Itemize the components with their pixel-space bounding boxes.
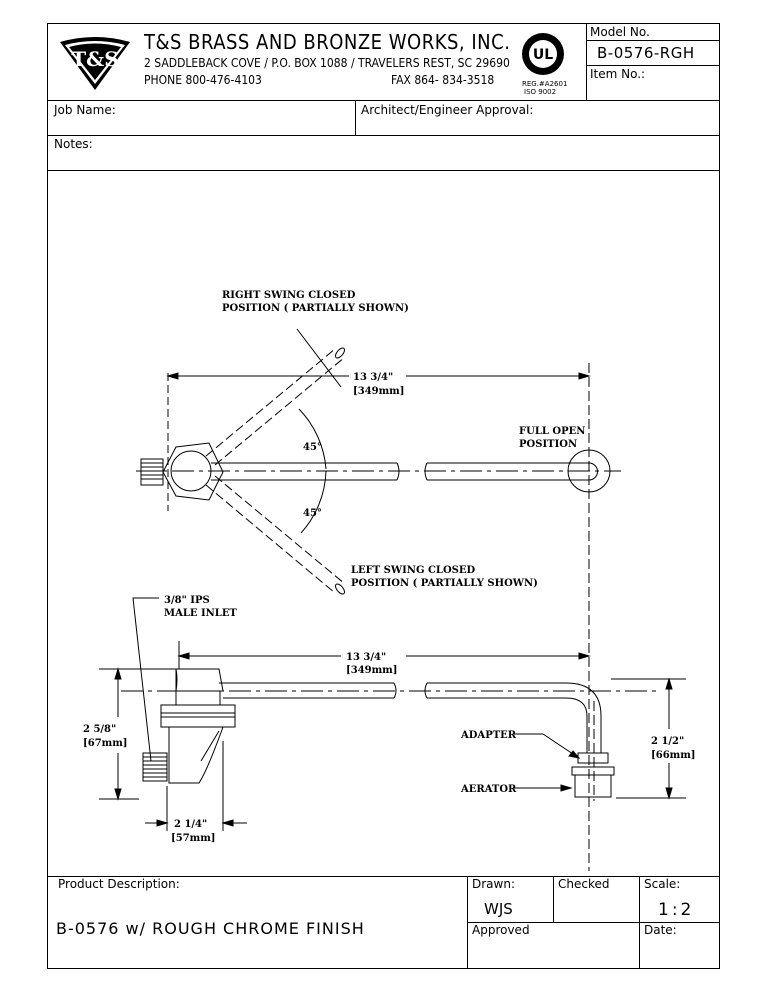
left-height-imperial: 2 5/8" — [83, 724, 116, 735]
angle-top-label: 45° — [303, 442, 322, 453]
side-dimension-metric: [349mm] — [346, 665, 398, 676]
drawn-value: WJS — [484, 900, 513, 918]
full-open-label-2: POSITION — [519, 439, 577, 450]
right-height-imperial: 2 1/2" — [651, 736, 684, 747]
angle-bottom-label: 45° — [303, 508, 322, 519]
technical-drawing: RIGHT SWING CLOSED POSITION ( PARTIALLY … — [83, 290, 696, 871]
job-name-label: Job Name: — [54, 103, 116, 117]
left-swing-label-1: LEFT SWING CLOSED — [351, 565, 476, 576]
item-label: Item No.: — [590, 67, 646, 81]
logo-shield-icon: T&S — [60, 37, 130, 90]
left-height-metric: [67mm] — [83, 738, 128, 749]
model-number: B-0576-RGH — [597, 44, 695, 62]
drawn-label: Drawn: — [472, 877, 515, 891]
bottom-dimension-imperial: 2 1/4" — [174, 819, 207, 830]
scale-label: Scale: — [644, 877, 681, 891]
right-height-metric: [66mm] — [651, 750, 696, 761]
reg-number: REG.#A2601 — [522, 80, 568, 88]
date-label: Date: — [644, 923, 677, 937]
model-label: Model No. — [590, 25, 650, 39]
approved-label: Approved — [472, 923, 530, 937]
company-phone: PHONE 800-476-4103 — [144, 73, 262, 87]
company-fax: FAX 864- 834-3518 — [391, 73, 495, 87]
logo-text: T&S — [71, 47, 118, 71]
inlet-label-2: MALE INLET — [164, 608, 237, 619]
notes-label: Notes: — [54, 137, 93, 151]
right-swing-label-1: RIGHT SWING CLOSED — [222, 290, 356, 301]
spec-sheet: T&S T&S BRASS AND BRONZE WORKS, INC. 2 S… — [47, 23, 720, 969]
full-open-label-1: FULL OPEN — [519, 426, 585, 437]
iso-number: ISO 9002 — [524, 88, 557, 96]
right-swing-label-2: POSITION ( PARTIALLY SHOWN) — [222, 303, 409, 314]
checked-label: Checked — [558, 877, 610, 891]
scale-value: 1:2 — [658, 900, 695, 920]
product-description-label: Product Description: — [58, 877, 180, 891]
inlet-label-1: 3/8" IPS — [164, 595, 210, 606]
company-address: 2 SADDLEBACK COVE / P.O. BOX 1088 / TRAV… — [144, 56, 510, 70]
company-name: T&S BRASS AND BRONZE WORKS, INC. — [144, 30, 511, 54]
adapter-label: ADAPTER — [460, 730, 517, 741]
aerator-label: AERATOR — [460, 784, 517, 795]
company-logo: T&S — [56, 34, 134, 92]
bottom-dimension-metric: [57mm] — [171, 833, 216, 844]
ul-badge-icon: UL — [522, 33, 564, 75]
architect-approval-label: Architect/Engineer Approval: — [361, 103, 534, 117]
left-swing-label-2: POSITION ( PARTIALLY SHOWN) — [351, 578, 538, 589]
top-dimension-imperial: 13 3/4" — [353, 372, 393, 383]
ul-text: UL — [533, 47, 553, 63]
top-dimension-metric: [349mm] — [353, 386, 405, 397]
ul-certification-mark: UL — [521, 32, 565, 76]
product-description-value: B-0576 w/ ROUGH CHROME FINISH — [56, 919, 365, 938]
side-dimension-imperial: 13 3/4" — [346, 652, 386, 663]
